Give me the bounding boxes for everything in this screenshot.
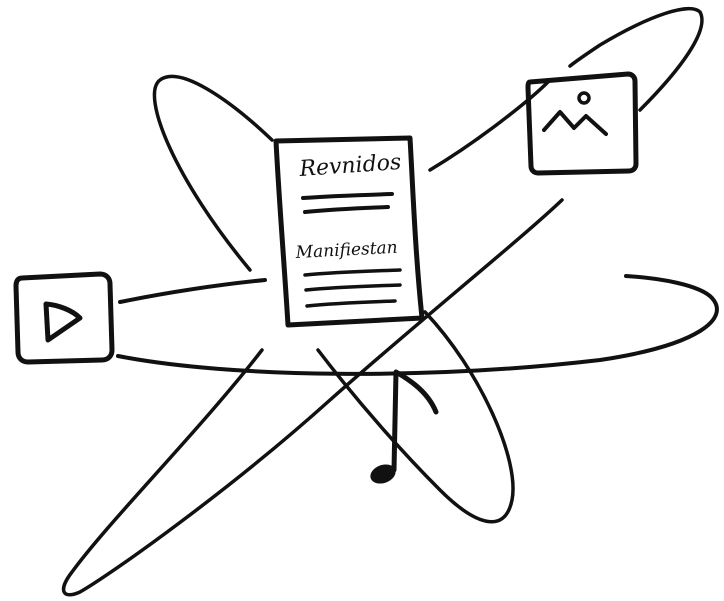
document-title: Revnidos xyxy=(298,150,402,182)
play-icon xyxy=(16,274,112,362)
document-subtitle: Manifiestan xyxy=(294,238,398,263)
orbit-diagonal-tall xyxy=(154,76,513,521)
image-icon xyxy=(528,74,636,173)
document-icon: Revnidos Manifiestan xyxy=(276,138,422,325)
music-note-icon xyxy=(368,372,436,487)
